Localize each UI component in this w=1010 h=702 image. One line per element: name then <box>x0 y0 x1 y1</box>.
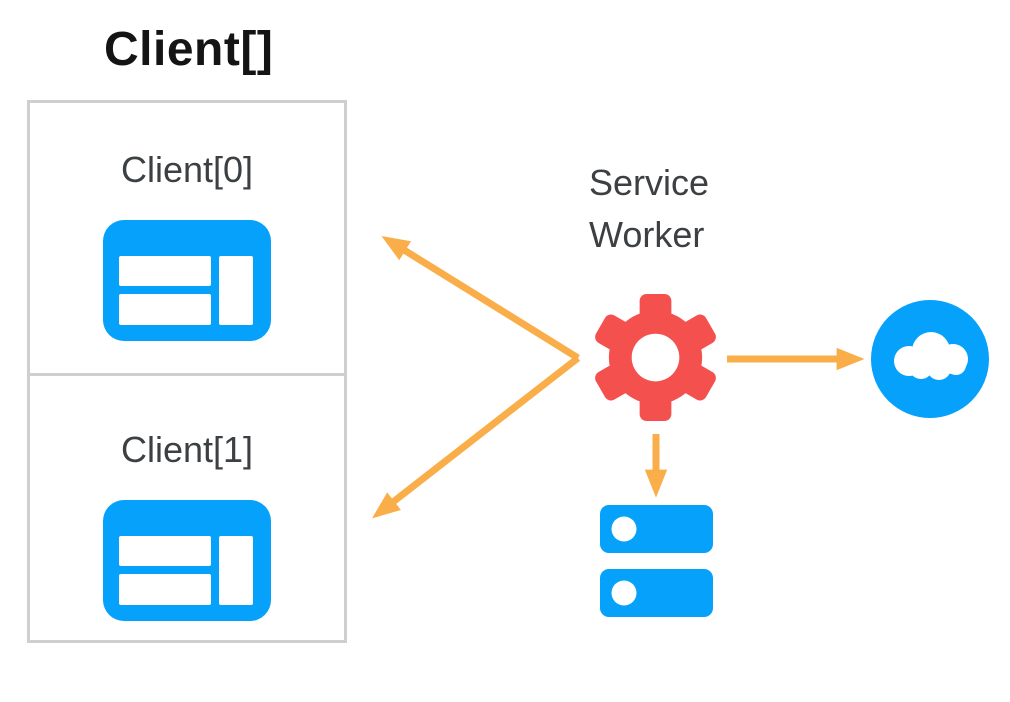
database-tray-top <box>600 505 713 553</box>
gear-hub-hole <box>631 333 680 382</box>
cloud-shape <box>894 332 968 380</box>
browser-window-icon <box>103 500 271 621</box>
client-1-label: Client[1] <box>120 429 254 470</box>
database-icon <box>600 505 713 617</box>
database-tray-bottom <box>600 569 713 617</box>
client-0-label: Client[0] <box>120 149 254 190</box>
database-indicator-bottom <box>611 580 637 606</box>
browser-content-bar-top <box>119 536 211 566</box>
gear-icon <box>595 294 716 421</box>
browser-window-icon <box>103 220 271 341</box>
service-worker-label: Service Worker <box>589 162 710 255</box>
database-indicator-top <box>611 516 637 542</box>
clients-array-title: Client[] <box>104 23 274 76</box>
browser-sidebar-panel <box>219 536 253 605</box>
cloud-icon <box>871 300 989 418</box>
arrow-sw-to-client0 <box>381 235 580 361</box>
browser-sidebar-panel <box>219 256 253 325</box>
clients-group-box: Client[0] Client[1] <box>27 100 347 643</box>
client-1-cell: Client[1] <box>30 373 344 640</box>
arrow-sw-to-client1 <box>372 355 581 519</box>
browser-content-bar-bottom <box>119 294 211 325</box>
browser-content-bar-top <box>119 256 211 286</box>
browser-content-bar-bottom <box>119 574 211 605</box>
client-0-cell: Client[0] <box>30 103 344 373</box>
